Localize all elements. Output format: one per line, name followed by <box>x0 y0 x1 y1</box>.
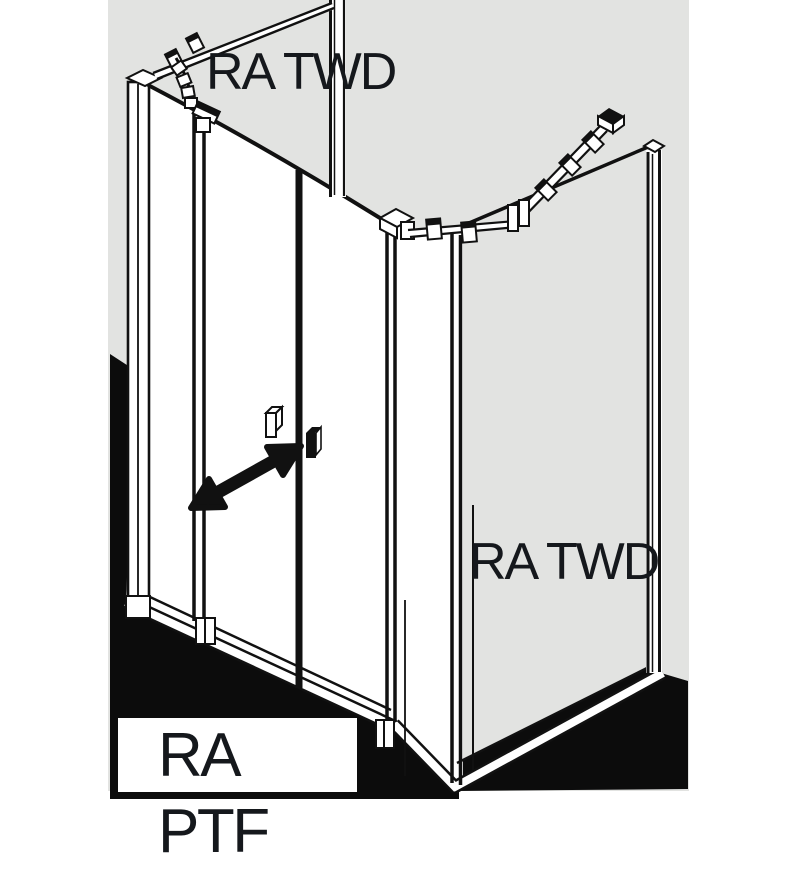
door-handle-right <box>306 424 322 458</box>
door-profiles <box>192 113 474 785</box>
post-foot <box>125 595 151 619</box>
bottom-rails <box>123 595 667 794</box>
bottom-pivots <box>195 617 395 749</box>
back-post <box>329 0 346 197</box>
label-ra-ptf: RA PTF <box>158 721 270 866</box>
front-glass-bottom-edge <box>149 595 392 712</box>
front-top-edge <box>147 83 398 230</box>
left-door-top-hinge <box>169 57 222 133</box>
right-post-top-cap <box>642 138 666 154</box>
wall-mount-cap <box>597 108 625 135</box>
door-handle-left <box>263 404 285 438</box>
swing-direction-arrow <box>188 443 304 511</box>
right-side-wall <box>454 138 666 673</box>
line-art <box>108 0 689 799</box>
right-support-bar <box>407 108 625 244</box>
corner-post-caps <box>377 207 416 240</box>
label-ra-ptf-box: RA PTF <box>118 718 357 866</box>
product-diagram: RA TWD RA TWD RA PTF <box>108 0 689 866</box>
floor-shadow-left <box>110 354 459 799</box>
label-ra-twd-top: RA TWD <box>206 43 397 101</box>
right-glass-bottom-edge <box>456 665 650 765</box>
label-ra-twd-right: RA TWD <box>469 533 660 591</box>
glass-clamp <box>425 129 606 244</box>
corner-panel <box>394 226 463 789</box>
left-wall-profile <box>124 68 164 620</box>
